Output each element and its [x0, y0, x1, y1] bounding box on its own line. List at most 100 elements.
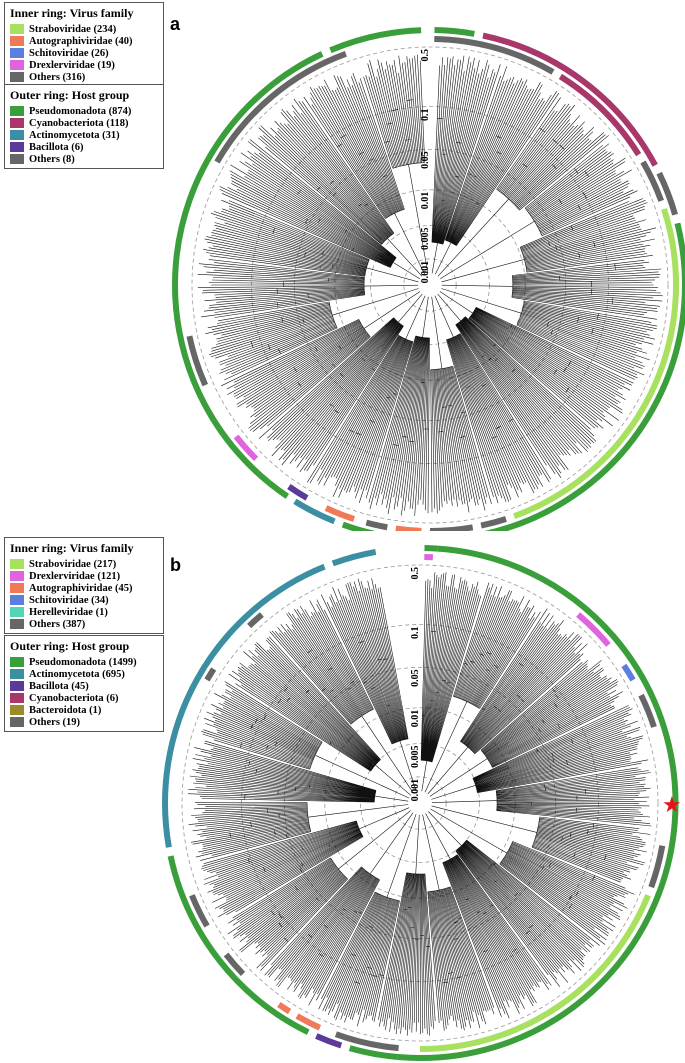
outer-ring-segment [482, 32, 658, 167]
outer-ring-segment [171, 51, 324, 499]
legend-item-others: Others (8) [5, 153, 163, 165]
legend-item-drexlerviridae: Drexlerviridae (121) [5, 570, 163, 582]
inner-ring-segment [638, 693, 657, 728]
branch-path [197, 54, 663, 516]
legend-swatch [10, 154, 24, 164]
legend-swatch [10, 142, 24, 152]
scale-label: 0.001 [420, 261, 431, 284]
inner-ring-segment [513, 208, 680, 520]
inner-ring-segment [434, 36, 555, 75]
legend-title: Inner ring: Virus family [10, 541, 134, 555]
legend-item-actinomycetota: Actinomycetota (695) [5, 668, 163, 680]
legend-swatch [10, 130, 24, 140]
legend-label: Pseudomonadota (874) [29, 105, 132, 117]
legend-label: Others (8) [29, 153, 75, 165]
scale-circle [283, 666, 557, 940]
legend-label: Drexlerviridae (19) [29, 59, 115, 71]
scale-label: 0.01 [420, 192, 431, 210]
scale-circle [370, 225, 490, 345]
outer-ring-segment [167, 855, 310, 1035]
legend-item-others: Others (316) [5, 71, 163, 83]
legend-swatch [10, 717, 24, 727]
scale-label: 0.01 [410, 710, 421, 728]
scale-label: 0.001 [410, 779, 421, 802]
scale-label: 0.5 [420, 49, 431, 62]
scale-circle [403, 258, 457, 312]
scale-circle [360, 743, 480, 863]
legend-label: Straboviridae (217) [29, 558, 117, 570]
inner-ring-segment [287, 484, 309, 501]
outer-ring-legend-a: Outer ring: Host group Pseudomonadota (8… [4, 84, 164, 169]
legend-title: Outer ring: Host group [10, 639, 130, 653]
scale-circle [241, 624, 599, 982]
legend-item-bacteroidota: Bacteroidota (1) [5, 704, 163, 716]
legend-label: Autographiviridae (45) [29, 582, 133, 594]
inner-ring-segment [233, 434, 259, 462]
scale-label: 0.05 [410, 669, 421, 687]
legend-label: Others (19) [29, 716, 81, 728]
legend-label: Actinomycetota (695) [29, 668, 125, 680]
outer-ring-segment [331, 548, 377, 567]
legend-item-herelleviridae: Herelleviridae (1) [5, 606, 163, 618]
outer-ring-segment [348, 1045, 399, 1060]
legend-item-autographiviridae: Autographiviridae (40) [5, 35, 163, 47]
scale-circle [181, 564, 659, 1042]
star-marker: ★ [662, 792, 682, 817]
legend-swatch [10, 48, 24, 58]
legend-label: Schitoviridae (34) [29, 594, 109, 606]
legend-swatch [10, 60, 24, 70]
legend-label: Pseudomonadota (1499) [29, 656, 137, 668]
scale-label: 0.1 [420, 109, 431, 122]
inner-ring-segment [576, 612, 611, 647]
outer-ring-segment [329, 27, 422, 54]
branch-layer [197, 54, 663, 516]
legend-item-others: Others (387) [5, 618, 163, 630]
inner-ring-segment [419, 894, 651, 1052]
legend-item-straboviridae: Straboviridae (234) [5, 23, 163, 35]
inner-ring-segment [247, 612, 264, 629]
inner-ring-segment [365, 519, 388, 531]
outer-ring-segment [293, 498, 336, 525]
legend-label: Bacillota (45) [29, 680, 89, 692]
legend-label: Actinomycetota (31) [29, 129, 120, 141]
legend-item-bacillota: Bacillota (45) [5, 680, 163, 692]
legend-item-pseudomonadota: Pseudomonadota (1499) [5, 656, 163, 668]
legend-swatch [10, 607, 24, 617]
outer-ring-legend-b: Outer ring: Host group Pseudomonadota (1… [4, 635, 164, 732]
tree-group: 0.5 0.1 0.05 0.01 0.005 0.001 [171, 27, 685, 531]
scale-label: 0.1 [410, 627, 421, 640]
legend-swatch [10, 657, 24, 667]
legend-item-pseudomonadota: Pseudomonadota (874) [5, 105, 163, 117]
legend-item-schitoviridae: Schitoviridae (34) [5, 594, 163, 606]
legend-swatch [10, 583, 24, 593]
legend-swatch [10, 693, 24, 703]
outer-ring-segment [341, 521, 376, 531]
legend-label: Cyanobacteriota (118) [29, 117, 129, 129]
tree-a-figure: 0.5 0.1 0.05 0.01 0.005 0.001 [171, 27, 685, 531]
inner-ring-segment [480, 516, 507, 529]
scale-label: 0.005 [420, 228, 431, 251]
inner-ring-segment [429, 524, 474, 531]
inner-ring-segment [640, 160, 665, 202]
inner-ring-legend-b: Inner ring: Virus family Straboviridae (… [4, 537, 164, 634]
legend-label: Drexlerviridae (121) [29, 570, 121, 582]
legend-item-straboviridae: Straboviridae (217) [5, 558, 163, 570]
inner-ring-segment [621, 663, 636, 682]
legend-swatch [10, 24, 24, 34]
inner-ring-segment [295, 1013, 322, 1031]
scale-label: 0.05 [420, 151, 431, 169]
inner-ring-segment [204, 667, 217, 682]
legend-item-others: Others (19) [5, 716, 163, 728]
legend-label: Bacillota (6) [29, 141, 84, 153]
inner-ring-segment [324, 505, 355, 522]
legend-swatch [10, 72, 24, 82]
legend-swatch [10, 106, 24, 116]
legend-title: Outer ring: Host group [10, 88, 130, 102]
legend-item-cyanobacteriota: Cyanobacteriota (6) [5, 692, 163, 704]
legend-swatch [10, 619, 24, 629]
legend-item-drexlerviridae: Drexlerviridae (19) [5, 59, 163, 71]
scale-circle [191, 46, 669, 524]
